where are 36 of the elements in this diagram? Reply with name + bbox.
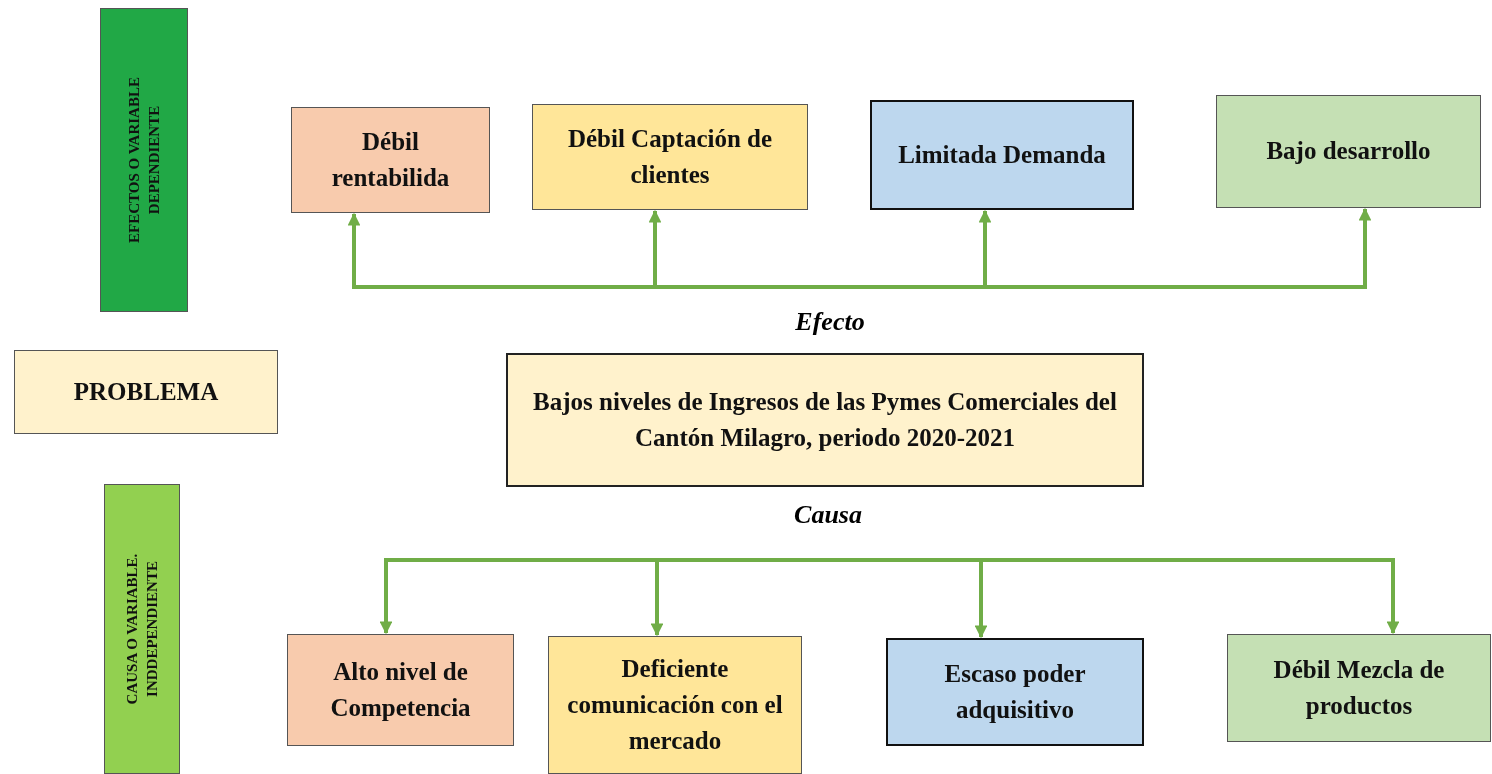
box-text: Escaso poder adquisitivo [943,658,1087,725]
text-box [1227,634,1491,742]
arrow [978,209,992,287]
text-box [886,638,1144,746]
box-text: PROBLEMA [72,376,220,407]
box-text: Débil Captación de clientes [566,123,774,190]
vertical-band [104,484,180,774]
connector-line [352,285,1367,289]
section-label: Efecto [795,307,865,337]
box-text: EFECTOS O VARIABLE DEPENDIENTE [124,76,162,245]
problem-box [506,353,1144,487]
box-text: Limitada Demanda [897,139,1107,170]
box-text: Débil rentabilida [330,126,451,193]
box-text: Bajo desarrollo [1265,136,1432,167]
text-box [1216,95,1481,208]
box-text: CAUSA O VARIABLE. INDDEPENDIENTE [122,552,160,707]
text-box [291,107,490,213]
arrow [1386,560,1400,635]
connector-line [384,558,1395,562]
text-box [870,100,1134,210]
text-box [287,634,514,746]
arrow [347,212,361,287]
vertical-band [100,8,188,312]
arrow [650,560,664,637]
box-text: Alto nivel de Competencia [329,656,472,723]
text-box [532,104,808,210]
text-box [14,350,278,434]
arrow [648,209,662,287]
text-box [548,636,802,774]
arrow [379,560,393,635]
box-text: Débil Mezcla de productos [1272,654,1446,721]
box-text: Bajos niveles de Ingresos de las Pymes Comerciales del Cantón Milagro, periodo 2020-2021 [532,386,1118,453]
arrow [974,560,988,639]
box-text: Deficiente comunicación con el mercado [566,653,784,757]
arrow [1358,207,1372,287]
section-label: Causa [794,500,862,530]
